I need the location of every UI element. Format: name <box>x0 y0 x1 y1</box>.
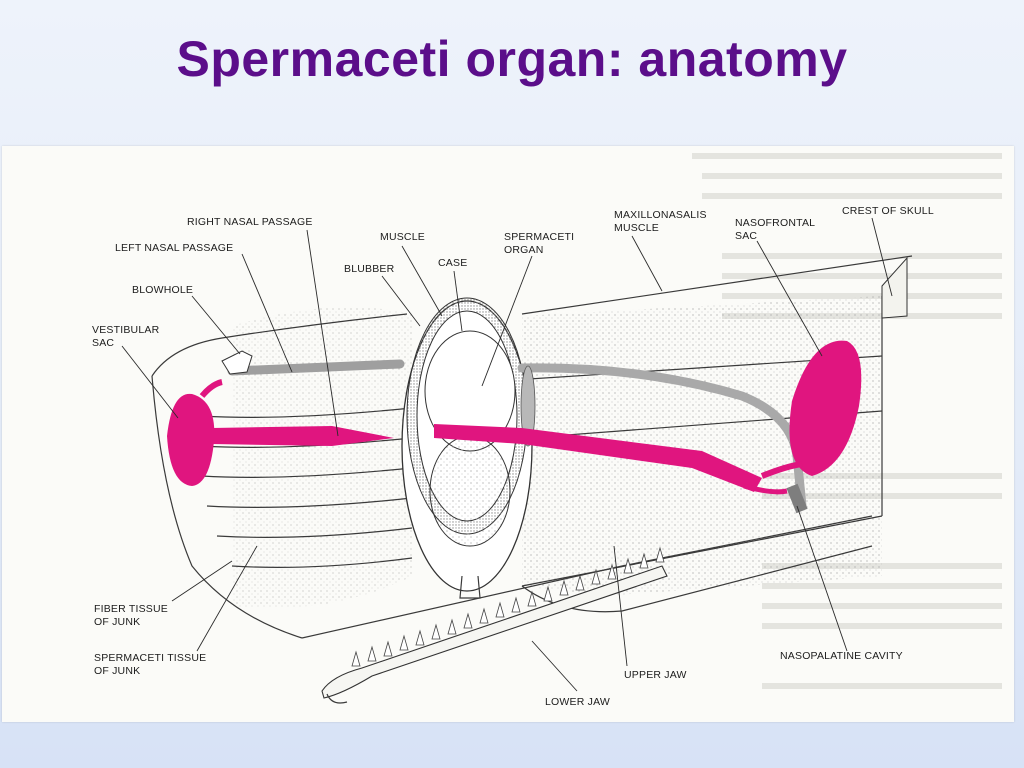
leader-lines <box>121 217 893 692</box>
cross-section <box>401 297 533 599</box>
label-blubber: BLUBBER <box>344 263 395 275</box>
slide-title: Spermaceti organ: anatomy <box>176 31 848 87</box>
anatomy-diagram: RIGHT NASAL PASSAGE LEFT NASAL PASSAGE B… <box>92 153 1002 708</box>
label-muscle: MUSCLE <box>380 231 425 243</box>
label-fiber-tissue-2: OF JUNK <box>94 616 140 628</box>
label-vestibular-sac-2: SAC <box>92 337 114 349</box>
air-sacs <box>167 340 862 495</box>
label-nasofrontal-1: NASOFRONTAL <box>735 217 815 229</box>
label-upper-jaw: UPPER JAW <box>624 669 687 681</box>
jaws <box>301 515 873 704</box>
label-maxillonasalis-2: MUSCLE <box>614 222 659 234</box>
skull-crest <box>881 256 908 319</box>
label-fiber-tissue-1: FIBER TISSUE <box>94 603 168 615</box>
label-spermaceti-organ-2: ORGAN <box>504 244 544 256</box>
label-right-nasal-passage: RIGHT NASAL PASSAGE <box>187 216 313 228</box>
label-crest-of-skull: CREST OF SKULL <box>842 205 934 217</box>
label-spermaceti-tissue-2: OF JUNK <box>94 665 140 677</box>
lower-jaw-teeth <box>351 546 665 667</box>
label-spermaceti-tissue-1: SPERMACETI TISSUE <box>94 652 206 664</box>
blowhole-shape <box>221 350 253 375</box>
label-left-nasal-passage: LEFT NASAL PASSAGE <box>115 242 233 254</box>
label-vestibular-sac-1: VESTIBULAR <box>92 324 160 336</box>
label-nasofrontal-2: SAC <box>735 230 757 242</box>
label-blowhole: BLOWHOLE <box>132 284 193 296</box>
label-maxillonasalis-1: MAXILLONASALIS <box>614 209 707 221</box>
background-page-lines <box>692 153 1002 689</box>
anatomy-figure: RIGHT NASAL PASSAGE LEFT NASAL PASSAGE B… <box>2 146 1014 722</box>
labels: RIGHT NASAL PASSAGE LEFT NASAL PASSAGE B… <box>92 205 934 708</box>
label-case: CASE <box>438 257 467 269</box>
label-nasopalatine-cavity: NASOPALATINE CAVITY <box>780 650 903 662</box>
label-spermaceti-organ-1: SPERMACETI <box>504 231 574 243</box>
label-lower-jaw: LOWER JAW <box>545 696 610 708</box>
